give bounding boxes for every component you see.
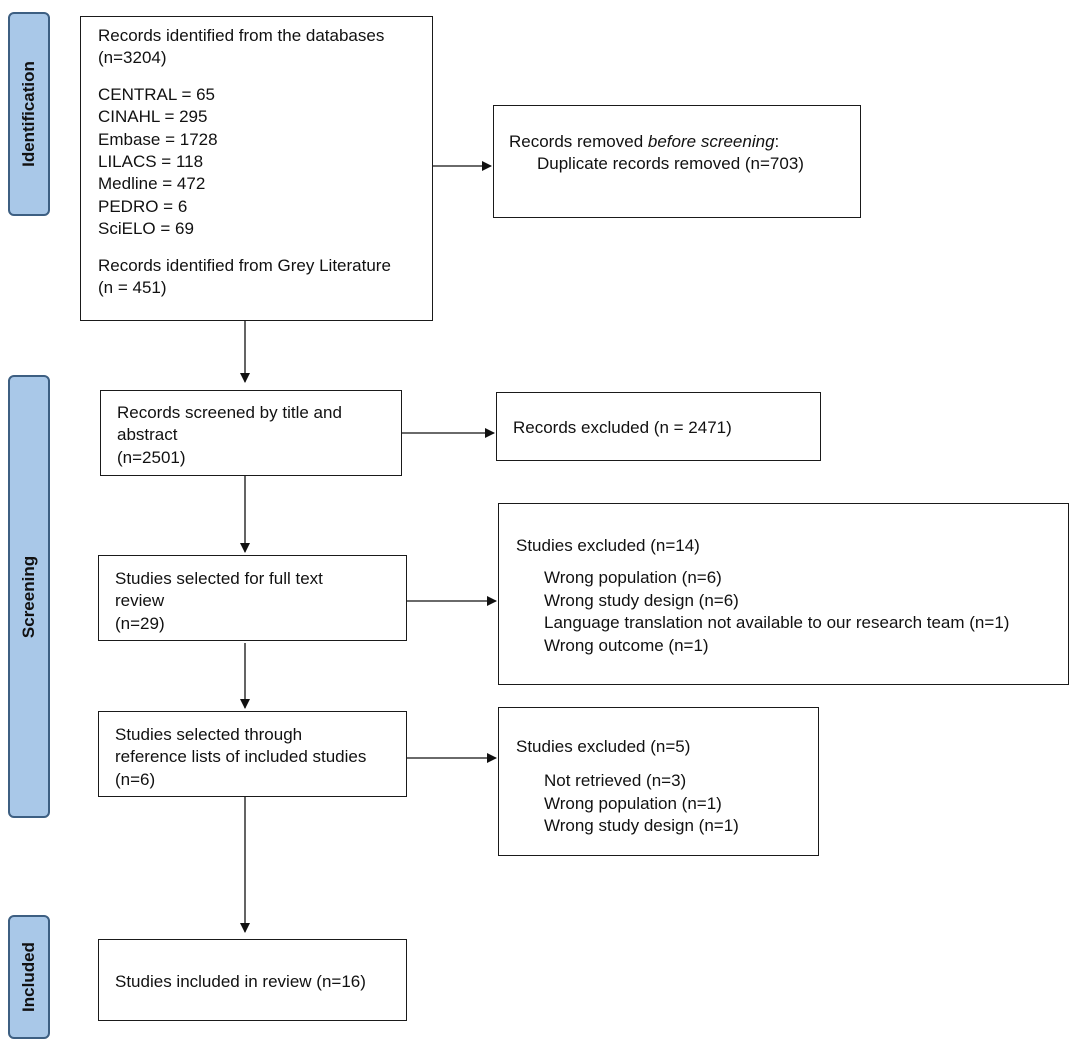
reference-excluded-title: Studies excluded (n=5)	[516, 737, 691, 756]
records-screened-line2: abstract	[117, 425, 178, 445]
records-removed-title: Records removed before screening:	[509, 131, 860, 153]
databases-count-line2: (n=3204)	[98, 48, 167, 68]
records-excluded-text: Records excluded (n = 2471)	[513, 418, 732, 437]
fulltext-excluded-box: Studies excluded (n=14) Wrong population…	[498, 503, 1069, 685]
phase-screening: Screening	[8, 375, 50, 818]
records-removed-title-suffix: :	[774, 132, 780, 151]
fulltext-review-line1: Studies selected for full text	[115, 569, 323, 588]
phase-included: Included	[8, 915, 50, 1039]
databases-count-line1: Records identified from the databases	[98, 26, 385, 45]
exclusion-reason-study-design-ref: Wrong study design (n=1)	[544, 816, 739, 836]
reference-lists-box: Studies selected through reference lists…	[98, 711, 407, 797]
exclusion-reason-outcome: Wrong outcome (n=1)	[544, 635, 709, 655]
database-item-scielo: SciELO = 69	[98, 219, 194, 239]
reference-lists-line3: (n=6)	[115, 769, 156, 789]
duplicates-removed: Duplicate records removed (n=703)	[537, 154, 804, 174]
reference-lists-line2: reference lists of included studies	[115, 747, 367, 767]
fulltext-excluded-title: Studies excluded (n=14)	[516, 536, 700, 555]
database-item-embase: Embase = 1728	[98, 129, 218, 149]
exclusion-reason-not-retrieved: Not retrieved (n=3)	[544, 771, 687, 791]
reference-lists-line1: Studies selected through	[115, 725, 303, 744]
records-screened-line1: Records screened by title and	[117, 403, 342, 422]
exclusion-reason-population: Wrong population (n=6)	[544, 568, 722, 588]
studies-included-box: Studies included in review (n=16)	[98, 939, 407, 1021]
identification-box: Records identified from the databases (n…	[80, 16, 433, 321]
fulltext-review-line3: (n=29)	[115, 613, 165, 633]
fulltext-review-line2: review	[115, 591, 165, 611]
records-screened-box: Records screened by title and abstract (…	[100, 390, 402, 476]
exclusion-reason-population-ref: Wrong population (n=1)	[544, 793, 722, 813]
database-item-medline: Medline = 472	[98, 174, 206, 194]
reference-excluded-box: Studies excluded (n=5) Not retrieved (n=…	[498, 707, 819, 856]
exclusion-reason-study-design: Wrong study design (n=6)	[544, 590, 739, 610]
phase-identification: Identification	[8, 12, 50, 216]
database-item-central: CENTRAL = 65	[98, 84, 215, 104]
records-removed-box: Records removed before screening: Duplic…	[493, 105, 861, 218]
records-removed-title-prefix: Records removed	[509, 132, 648, 151]
records-excluded-box: Records excluded (n = 2471)	[496, 392, 821, 461]
records-screened-line3: (n=2501)	[117, 447, 186, 467]
grey-literature-line1: Records identified from Grey Literature	[98, 255, 391, 275]
database-item-pedro: PEDRO = 6	[98, 196, 188, 216]
database-item-lilacs: LILACS = 118	[98, 152, 204, 172]
exclusion-reason-language: Language translation not available to ou…	[544, 613, 1010, 633]
records-removed-title-emphasis: before screening	[647, 132, 775, 151]
grey-literature-line2: (n = 451)	[98, 278, 167, 298]
fulltext-review-box: Studies selected for full text review (n…	[98, 555, 407, 641]
studies-included-text: Studies included in review (n=16)	[115, 972, 366, 991]
database-item-cinahl: CINAHL = 295	[98, 107, 208, 127]
